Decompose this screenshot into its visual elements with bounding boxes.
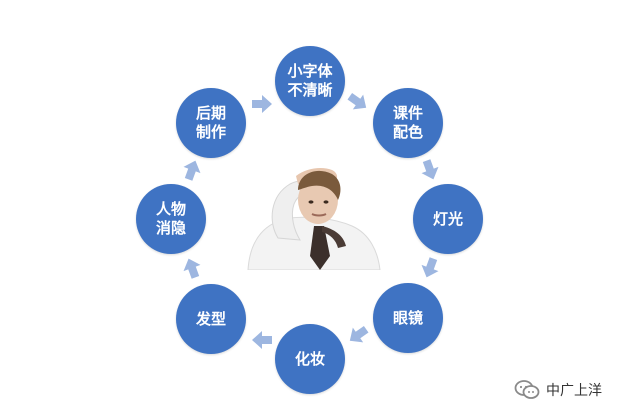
stressed-person-photo [247,168,381,270]
arrow-post-to-small-font [252,95,272,113]
node-post-production: 后期 制作 [176,88,246,158]
node-lighting: 灯光 [413,184,483,254]
node-glasses: 眼镜 [373,283,443,353]
arrow-glasses-to-makeup [349,325,369,343]
arrow-lighting-to-glasses [421,257,439,278]
arrow-hairstyle-to-person-clean [183,258,201,279]
wechat-logo-icon [514,380,540,399]
node-hairstyle: 发型 [176,284,246,354]
node-person-clean: 人物 消隐 [136,184,206,254]
arrow-makeup-to-hairstyle [252,331,272,349]
node-small-font: 小字体 不清晰 [275,46,345,116]
arrow-small-font-to-courseware [347,92,367,110]
arrow-courseware-to-lighting [421,159,439,180]
watermark: 中广上洋 [514,379,602,401]
arrow-person-clean-to-post [183,160,201,181]
node-makeup: 化妆 [275,324,345,394]
watermark-text: 中广上洋 [546,383,602,399]
node-courseware-color: 课件 配色 [373,88,443,158]
